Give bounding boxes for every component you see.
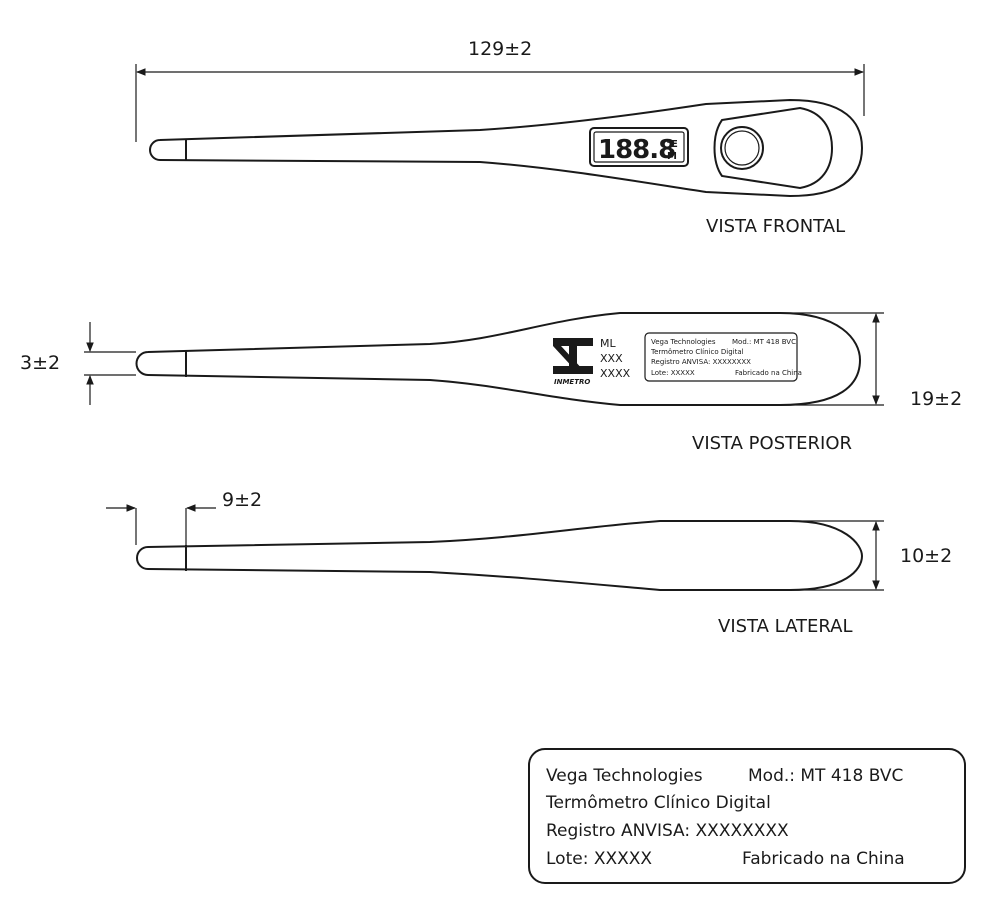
power-button-inner bbox=[724, 130, 760, 166]
svg-text:Vega Technologies: Vega Technologies bbox=[651, 338, 716, 346]
svg-text:Mod.: MT 418 BVC: Mod.: MT 418 BVC bbox=[732, 338, 796, 346]
front-body-outline bbox=[149, 98, 864, 198]
posterior-view-title: VISTA POSTERIOR bbox=[692, 433, 852, 454]
posterior-body-outline bbox=[135, 312, 862, 406]
width-dimension-label: 19±2 bbox=[910, 388, 962, 410]
lateral-view-title: VISTA LATERAL bbox=[718, 616, 853, 637]
label-product: Termômetro Clínico Digital bbox=[545, 793, 771, 813]
label-company: Vega Technologies bbox=[546, 766, 703, 786]
lcd-display-window bbox=[593, 131, 685, 163]
product-label-frame bbox=[528, 748, 966, 884]
svg-text:Registro ANVISA: XXXXXXXX: Registro ANVISA: XXXXXXXX bbox=[651, 358, 751, 366]
front-view: 129±2 188.8 °E M VISTA FRONTAL bbox=[135, 38, 865, 237]
posterior-view: 3±2 19±2 INMETRO ML XXX XXXX Vega Techno… bbox=[20, 312, 962, 454]
marking-line-1: ML bbox=[600, 337, 616, 350]
product-label: Vega Technologies Mod.: MT 418 BVC Termô… bbox=[528, 748, 966, 884]
lcd-reading: 188.8 bbox=[598, 135, 675, 165]
svg-text:Fabricado na China: Fabricado na China bbox=[735, 369, 802, 377]
front-view-title: VISTA FRONTAL bbox=[706, 216, 845, 237]
inmetro-logo: INMETRO bbox=[553, 338, 593, 386]
marking-line-3: XXXX bbox=[600, 367, 631, 380]
inmetro-text: INMETRO bbox=[554, 378, 590, 386]
tip-length-label: 9±2 bbox=[222, 489, 262, 511]
lcd-unit-bottom: M bbox=[667, 151, 677, 162]
lcd-unit-top: °E bbox=[666, 139, 678, 150]
length-dimension-label: 129±2 bbox=[468, 38, 532, 60]
label-lot: Lote: XXXXX bbox=[546, 849, 652, 869]
lcd-display-frame bbox=[589, 127, 689, 167]
label-model: Mod.: MT 418 BVC bbox=[748, 766, 903, 786]
marking-line-2: XXX bbox=[600, 352, 623, 365]
svg-text:Lote: XXXXX: Lote: XXXXX bbox=[651, 369, 695, 377]
lateral-body-outline bbox=[136, 520, 864, 591]
lateral-view: 9±2 10±2 VISTA LATERAL bbox=[106, 489, 952, 637]
mini-product-label: Vega Technologies Mod.: MT 418 BVC Termô… bbox=[644, 332, 802, 382]
svg-text:Termômetro Clínico Digital: Termômetro Clínico Digital bbox=[650, 348, 744, 356]
lateral-dimension-label: 10±2 bbox=[900, 545, 952, 567]
label-registry: Registro ANVISA: XXXXXXXX bbox=[546, 821, 789, 841]
tip-height-label: 3±2 bbox=[20, 352, 60, 374]
button-bezel bbox=[713, 106, 834, 190]
power-button bbox=[720, 126, 764, 170]
label-origin: Fabricado na China bbox=[742, 849, 905, 869]
